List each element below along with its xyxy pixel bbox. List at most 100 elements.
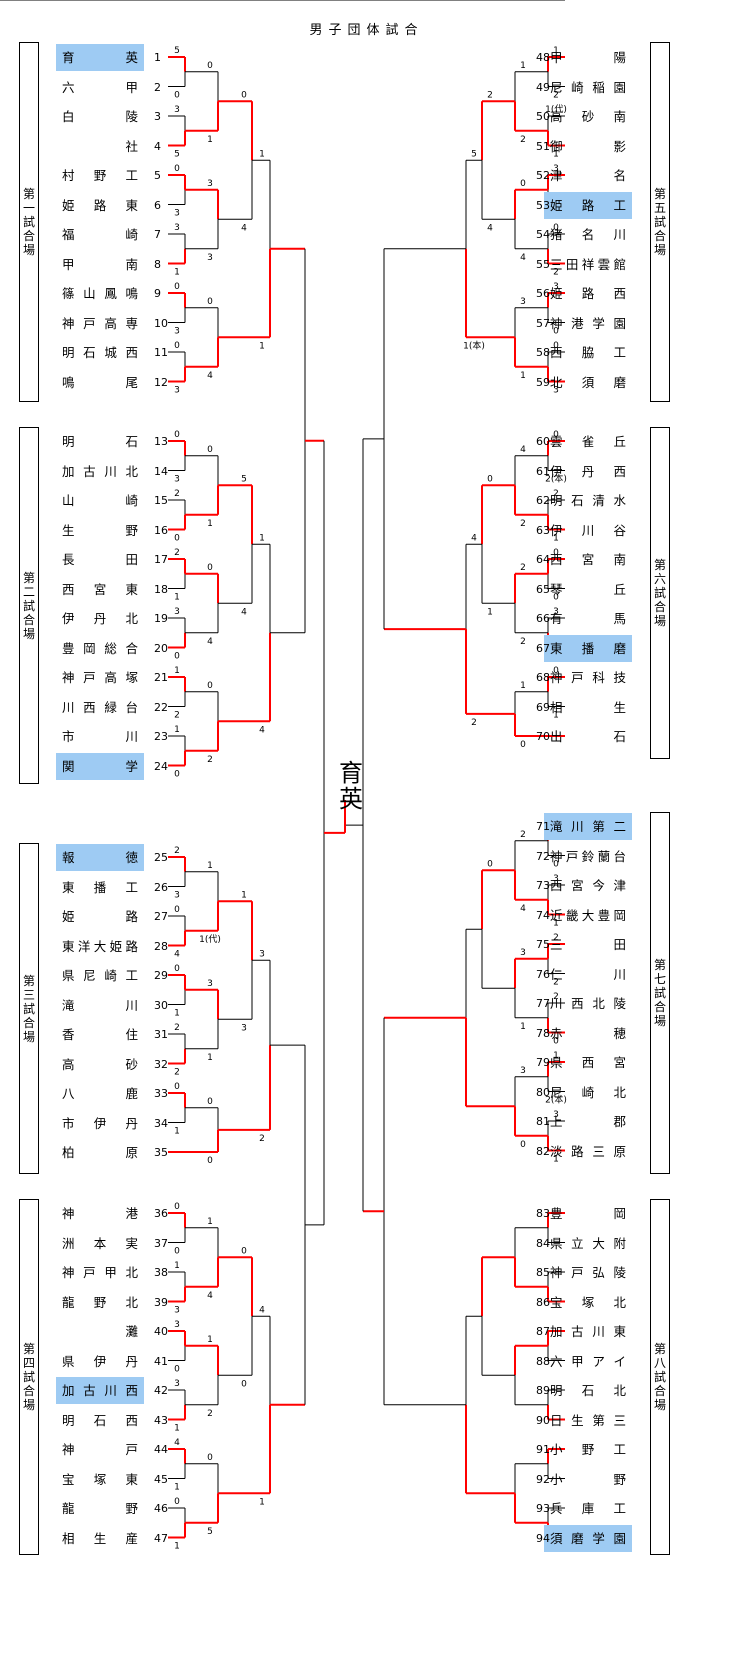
team-name: 山崎 [56, 487, 144, 514]
team-name-char: 北 [613, 1084, 626, 1100]
team-number: 23 [154, 730, 168, 743]
team-name-char: 原 [613, 1143, 626, 1159]
venue-label-char: 三 [22, 987, 35, 1002]
team-name: 川西緑台 [56, 694, 144, 721]
team-name-char: 西 [550, 345, 563, 360]
team-name-char: 龍 [62, 1294, 75, 1310]
score-label: 1 [207, 135, 213, 145]
team-name-char: 陽 [613, 50, 626, 65]
venue-label-char: 八 [653, 1356, 666, 1370]
team-name-char: 原 [125, 1145, 138, 1160]
team-name-char: 県 [550, 1055, 563, 1070]
venue-label-char: 試 [653, 1370, 666, 1384]
team-number: 92 [536, 1472, 550, 1486]
team-name-char: 豊 [62, 640, 75, 656]
team-number: 19 [154, 612, 168, 625]
team-number: 42 [154, 1384, 168, 1397]
score-label: 5 [207, 1527, 213, 1537]
team-name-char: 弘 [592, 1265, 605, 1280]
score-label: 0 [207, 297, 213, 307]
team-name-char: 塚 [125, 670, 138, 685]
team-name-char: 路 [581, 286, 595, 301]
team-name-char: 路 [571, 1143, 584, 1159]
score-label: 0 [241, 1246, 247, 1256]
team-name-char: 影 [613, 138, 626, 154]
team-name: 甲陽 [544, 44, 632, 71]
team-row: 福崎 7 [0, 221, 213, 248]
team-name-char: 相 [550, 699, 563, 715]
score-label: 0 [207, 1097, 213, 1107]
team-name-char: 工 [125, 968, 138, 983]
venue-label-char: 第 [653, 958, 666, 972]
score-label: 3 [207, 979, 213, 989]
score-label: 0 [520, 179, 526, 189]
team-name: 県立大附 [544, 1230, 632, 1257]
team-name-char: 園 [613, 315, 626, 331]
venue-label-char: 試 [653, 215, 666, 229]
team-name-char: 西 [550, 878, 563, 893]
team-number: 79 [536, 1056, 550, 1069]
score-label: 4 [487, 223, 493, 233]
venue-label-char: 合 [22, 1384, 35, 1398]
team-name-char: 西 [571, 996, 584, 1011]
score-label: 1 [174, 268, 180, 278]
team-name: 洲本実 [56, 1230, 144, 1257]
team-name-char: 小 [550, 1442, 563, 1457]
team-name: 神戸高塚 [56, 664, 144, 691]
team-name: 姫路東 [56, 192, 144, 219]
score-label: 4 [471, 533, 477, 543]
score-label: 1 [207, 1335, 213, 1345]
venue-label-char: 合 [653, 600, 666, 614]
team-name-char: 雲 [597, 256, 611, 272]
team-name-char: 姫 [550, 197, 563, 213]
team-name-char: 伊 [550, 522, 563, 538]
team-number: 67 [536, 641, 550, 655]
team-number: 53 [536, 198, 550, 212]
team-name-char: 産 [125, 1530, 138, 1546]
team-name-char: 明 [62, 434, 75, 449]
score-label: 2 [520, 563, 526, 573]
team-name-char: 清 [592, 493, 605, 508]
team-number: 70 [536, 730, 550, 743]
team-name-char: 本 [93, 1235, 107, 1251]
score-label: 2 [520, 519, 526, 529]
team-name: 社 [56, 133, 144, 160]
team-name: 育英 [56, 44, 144, 71]
score-label: 2 [520, 135, 526, 145]
venue-label-char: 四 [22, 1356, 35, 1370]
team-name-char: イ [613, 1353, 626, 1369]
team-name-char: 福 [62, 227, 75, 242]
team-name-char: 社 [125, 138, 138, 154]
team-number: 69 [536, 700, 550, 714]
score-label: 3 [553, 1110, 559, 1120]
team-name-char: 戸 [565, 848, 579, 864]
team-name: 姫路 [56, 903, 144, 930]
score-label: 4 [259, 1305, 265, 1315]
team-name-char: 関 [62, 758, 75, 774]
team-name-char: 津 [550, 168, 563, 183]
team-name-char: 村 [62, 168, 75, 183]
team-number: 91 [536, 1443, 550, 1456]
team-name-char: 丹 [581, 463, 595, 479]
team-name: 滝川第二 [544, 813, 632, 840]
venue-label-char: 合 [653, 1000, 666, 1014]
team-number: 7 [154, 228, 161, 241]
venue-label-char: 合 [22, 612, 35, 627]
team-name-char: 神 [550, 315, 563, 331]
team-name-char: 豊 [550, 1206, 563, 1221]
team-name: 福崎 [56, 221, 144, 248]
score-label: 0 [174, 652, 180, 662]
team-name-char: 雲 [550, 434, 563, 449]
team-name-char: 港 [125, 1206, 138, 1221]
